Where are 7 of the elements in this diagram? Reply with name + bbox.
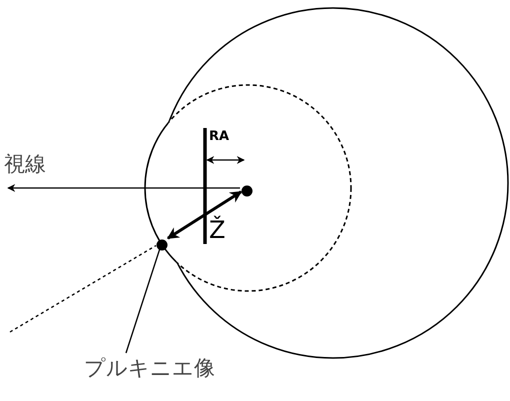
dotted-line: [10, 245, 156, 333]
axis-label: Ž: [209, 218, 226, 242]
callout-text: プルキニエ像: [84, 356, 215, 380]
leader-line: [125, 248, 160, 354]
arrow: [166, 190, 242, 240]
dimension-label: RA: [209, 130, 230, 143]
arrow: [7, 184, 240, 192]
